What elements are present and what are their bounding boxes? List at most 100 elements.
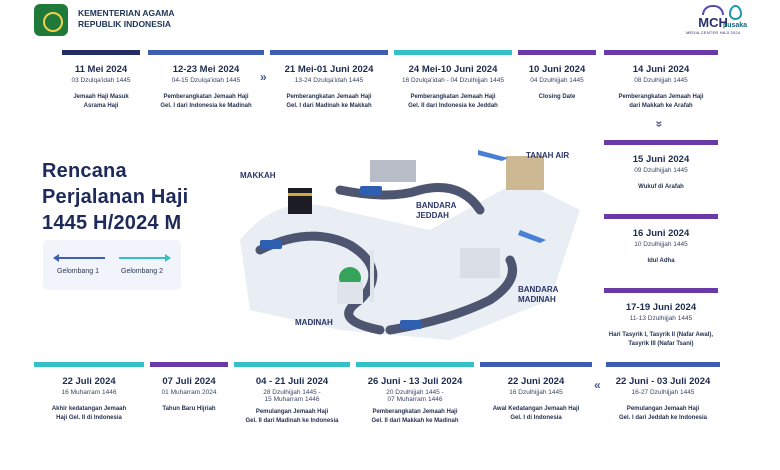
mch-logo: MCH MEDIA CENTER HAJI 2024 xyxy=(686,5,740,35)
timeline-card: 22 Juni - 03 Juli 2024 16-27 Dzulhijjah … xyxy=(606,362,720,422)
card-hijri: 28 Dzulhijjah 1445 - xyxy=(263,389,321,396)
wave1-arrow-icon xyxy=(53,254,105,262)
card-hijri-2: 07 Muharram 1446 xyxy=(387,396,443,403)
card-hijri: 16 Dzulqa'idah - 04 Dzulhijjah 1445 xyxy=(401,77,505,84)
chevron-down-icon: » xyxy=(652,120,667,128)
kemenag-logo xyxy=(34,4,68,36)
card-desc: Wukuf di Arafah xyxy=(638,184,684,190)
card-bar xyxy=(234,362,350,367)
card-date: 15 Juni 2024 xyxy=(632,154,690,165)
title-line1: Rencana xyxy=(42,160,127,182)
card-desc: Tahun Baru Hijriah xyxy=(162,406,216,412)
label-madinah-airport-2: MADINAH xyxy=(518,295,556,304)
card-hijri: 16 Muharram 1446 xyxy=(61,389,117,396)
card-date: 10 Juni 2024 xyxy=(528,64,586,75)
airplane-icon xyxy=(518,230,546,243)
legend-wave2: Gelombang 2 xyxy=(121,268,164,275)
timeline-card: 15 Juni 2024 09 Dzulhijjah 1445 Wukuf di… xyxy=(604,140,718,192)
card-date: 12-23 Mei 2024 xyxy=(172,64,240,75)
card-desc: Hari Tasyrik I, Tasyrik II (Nafar Awal),… xyxy=(608,332,714,347)
timeline-card: 22 Juni 2024 16 Dzulhijjah 1445 Awal Ked… xyxy=(480,362,592,422)
card-hijri: 16-27 Dzulhijjah 1445 xyxy=(631,389,695,396)
timeline-card: 26 Juni - 13 Juli 2024 20 Dzulhijjah 144… xyxy=(356,362,474,425)
mch-arc-icon xyxy=(702,5,725,15)
timeline-card: 12-23 Mei 2024 04-15 Dzulqa'idah 1445 Pe… xyxy=(148,50,264,110)
label-tanah-air: TANAH AIR xyxy=(526,151,569,160)
card-date: 04 - 21 Juli 2024 xyxy=(255,376,329,387)
card-hijri: 08 Dzulhijjah 1445 xyxy=(634,77,688,84)
pusaka-drop-icon xyxy=(728,5,742,20)
airplane-icon xyxy=(478,150,508,161)
card-desc: Idul Adha xyxy=(647,258,675,264)
org-line2: REPUBLIK INDONESIA xyxy=(78,19,172,29)
chevron-right-icon: » xyxy=(260,70,267,84)
card-date: 22 Juni - 03 Juli 2024 xyxy=(615,376,711,387)
timeline-card: 10 Juni 2024 04 Dzulhijjah 1445 Closing … xyxy=(518,50,596,102)
card-hijri: 04-15 Dzulqa'idah 1445 xyxy=(171,77,241,84)
page-title: Rencana Perjalanan Haji 1445 H/2024 M xyxy=(42,158,188,236)
label-jeddah-2: JEDDAH xyxy=(416,211,449,220)
minaret-icon xyxy=(370,250,374,302)
pusaka-logo-text: pusaka xyxy=(722,22,748,29)
card-bar xyxy=(480,362,592,367)
card-bar xyxy=(604,140,718,145)
legend-wave1: Gelombang 1 xyxy=(57,268,100,275)
card-hijri: 09 Dzulhijjah 1445 xyxy=(634,167,688,174)
timeline-card: 24 Mei-10 Juni 2024 16 Dzulqa'idah - 04 … xyxy=(394,50,512,110)
card-date: 16 Juni 2024 xyxy=(632,228,690,239)
timeline-card: 16 Juni 2024 10 Dzulhijjah 1445 Idul Adh… xyxy=(604,214,718,266)
title-line2: Perjalanan Haji xyxy=(42,186,189,208)
chevron-left-icon: « xyxy=(594,378,601,392)
timeline-card: 11 Mei 2024 03 Dzulqa'idah 1445 Jemaah H… xyxy=(62,50,140,110)
card-hijri-2: 15 Muharram 1446 xyxy=(264,396,320,403)
bus-icon xyxy=(360,186,382,195)
journey-illustration: MAKKAH MADINAH BANDARA JEDDAH TANAH AIR … xyxy=(240,150,580,340)
timeline-card: 04 - 21 Juli 2024 28 Dzulhijjah 1445 - 1… xyxy=(234,362,350,425)
timeline-card: 07 Juli 2024 01 Muharram 2024 Tahun Baru… xyxy=(150,362,228,414)
card-date: 24 Mei-10 Juni 2024 xyxy=(408,64,498,75)
legend: Gelombang 1 Gelombang 2 xyxy=(43,240,181,290)
card-date: 26 Juni - 13 Juli 2024 xyxy=(367,376,463,387)
bus-icon xyxy=(400,320,422,329)
card-date: 07 Juli 2024 xyxy=(162,376,216,387)
pusaka-logo: pusaka xyxy=(722,5,748,29)
card-date: 22 Juli 2024 xyxy=(62,376,116,387)
hotel-building-icon xyxy=(506,156,544,190)
card-bar xyxy=(606,362,720,367)
card-hijri: 13-24 Dzulqa'idah 1445 xyxy=(294,77,364,84)
card-bar xyxy=(604,214,718,219)
card-hijri: 04 Dzulhijjah 1445 xyxy=(530,77,584,84)
card-date: 21 Mei-01 Juni 2024 xyxy=(284,64,374,75)
card-hijri: 20 Dzulhijjah 1445 - xyxy=(386,389,444,396)
org-line1: KEMENTERIAN AGAMA xyxy=(78,8,175,18)
card-desc: Closing Date xyxy=(538,94,576,100)
card-bar xyxy=(148,50,264,55)
mch-logo-text: MCH xyxy=(698,15,728,30)
card-bar xyxy=(62,50,140,55)
card-bar xyxy=(34,362,144,367)
mosque-icon xyxy=(337,282,363,304)
card-hijri: 03 Dzulqa'idah 1445 xyxy=(71,77,131,84)
timeline-card: 14 Juni 2024 08 Dzulhijjah 1445 Pemberan… xyxy=(604,50,718,110)
card-date: 11 Mei 2024 xyxy=(74,64,128,75)
jeddah-airport-icon xyxy=(370,160,416,182)
wave2-arrow-icon xyxy=(119,254,171,262)
kaaba-icon xyxy=(288,188,312,214)
card-bar xyxy=(394,50,512,55)
label-jeddah-1: BANDARA xyxy=(416,201,457,210)
timeline-card: 22 Juli 2024 16 Muharram 1446 Akhir keda… xyxy=(34,362,144,422)
card-hijri: 16 Dzulhijjah 1445 xyxy=(509,389,563,396)
card-bar xyxy=(270,50,388,55)
madinah-airport-icon xyxy=(460,248,500,278)
card-date: 14 Juni 2024 xyxy=(632,64,690,75)
card-date: 22 Juni 2024 xyxy=(507,376,565,387)
card-bar xyxy=(518,50,596,55)
